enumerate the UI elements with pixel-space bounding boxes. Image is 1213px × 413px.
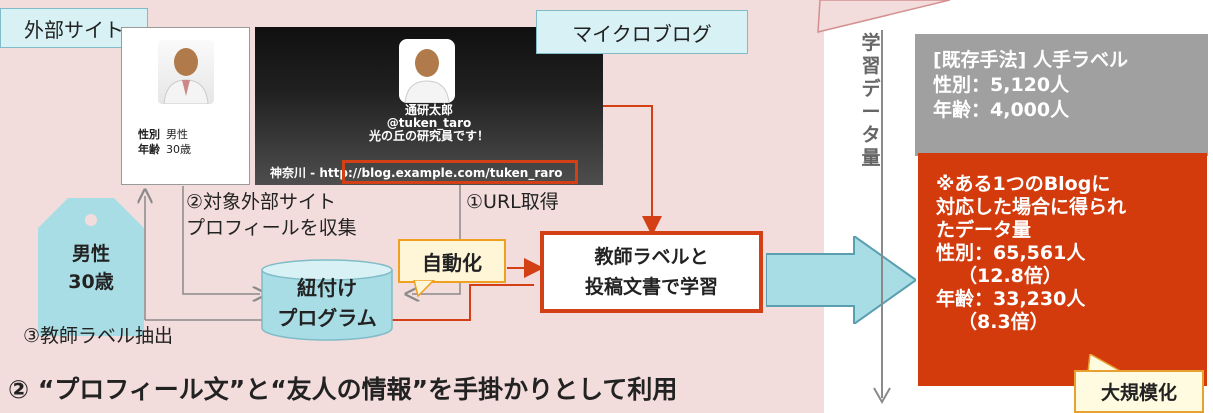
- proposed-method-box: ※ある1つのBlogに 対応した場合に得られ たデータ量 性別：65,561人 …: [918, 153, 1207, 386]
- existing-gender: 性別：5,120人: [933, 74, 1070, 96]
- step2-line2: プロフィールを収集: [186, 217, 357, 239]
- gender-value: 男性: [166, 128, 188, 141]
- profile-url: http://blog.example.com/tuken_raro: [319, 166, 563, 180]
- profile-bio: 光の丘の研究員です！: [368, 129, 489, 143]
- proposed-age: 年齢：33,230人: [936, 288, 1086, 310]
- tag-age: 30歳: [68, 271, 114, 293]
- age-label: 年齢: [138, 143, 160, 156]
- proposed-line1: ※ある1つのBlogに: [936, 173, 1111, 195]
- profile-name: 通研太郎: [404, 103, 453, 117]
- data-amount-axis: [873, 30, 891, 405]
- program-line2: プログラム: [277, 306, 377, 330]
- step2-line1: ②対象外部サイト: [186, 191, 337, 213]
- program-cylinder: [261, 259, 393, 341]
- connector-lines: [0, 105, 662, 321]
- existing-method-box: [既存手法] 人手ラベル 性別：5,120人 年齢：4,000人: [915, 34, 1208, 156]
- step1-note: ①URL取得: [466, 191, 559, 213]
- step3-note: ③教師ラベル抽出: [23, 325, 174, 347]
- label-tag-shape: [38, 198, 144, 336]
- bottom-caption: ② “プロフィール文”と“友人の情報”を手掛かりとして利用: [8, 375, 678, 404]
- proposed-gender: 性別：65,561人: [936, 242, 1086, 264]
- profile-location: 神奈川 -: [270, 166, 320, 180]
- external-profile-card: [121, 27, 250, 185]
- existing-age: 年齢：4,000人: [933, 99, 1070, 121]
- microblog-profile-text: 通研太郎 @tuken_taro 光の丘の研究員です！: [255, 104, 603, 143]
- program-line1: 紐付け: [297, 276, 357, 300]
- proposed-line2: 対応した場合に得られ: [936, 196, 1127, 218]
- training-line1: 教師ラベルと: [594, 246, 709, 268]
- existing-title: [既存手法] 人手ラベル: [933, 49, 1128, 71]
- proposed-age-ratio: （8.3倍）: [958, 311, 1049, 333]
- age-value: 30歳: [166, 143, 191, 156]
- proposed-line3: たデータ量: [936, 219, 1032, 241]
- label-tag-text: 男性 30歳: [38, 240, 144, 296]
- callout-tail: [817, 0, 950, 33]
- automation-label: 自動化: [398, 239, 506, 283]
- profile-location-line: 神奈川 - http://blog.example.com/tuken_raro: [270, 164, 600, 181]
- tag-gender: 男性: [71, 243, 110, 265]
- scale-up-label: 大規模化: [1074, 370, 1204, 413]
- automation-callout-tail: [413, 280, 436, 298]
- avatar: [157, 40, 214, 105]
- microblog-label: マイクロブログ: [536, 10, 748, 54]
- proposed-gender-ratio: （12.8倍）: [958, 265, 1062, 287]
- training-box: 教師ラベルと 投稿文書で学習: [540, 231, 763, 313]
- program-label: 紐付け プログラム: [262, 273, 392, 333]
- training-line2: 投稿文書で学習: [584, 276, 718, 298]
- axis-label: 学 習 デ ー タ 量: [861, 32, 881, 169]
- url-highlight-box: [342, 160, 578, 184]
- step2-note: ②対象外部サイト プロフィールを収集: [186, 189, 357, 241]
- external-profile-info: 性別男性 年齢 30歳: [138, 127, 191, 157]
- gender-label: 性別: [138, 128, 160, 141]
- avatar: [399, 39, 455, 104]
- profile-handle: @tuken_taro: [386, 116, 472, 130]
- big-arrow-right: [766, 236, 916, 324]
